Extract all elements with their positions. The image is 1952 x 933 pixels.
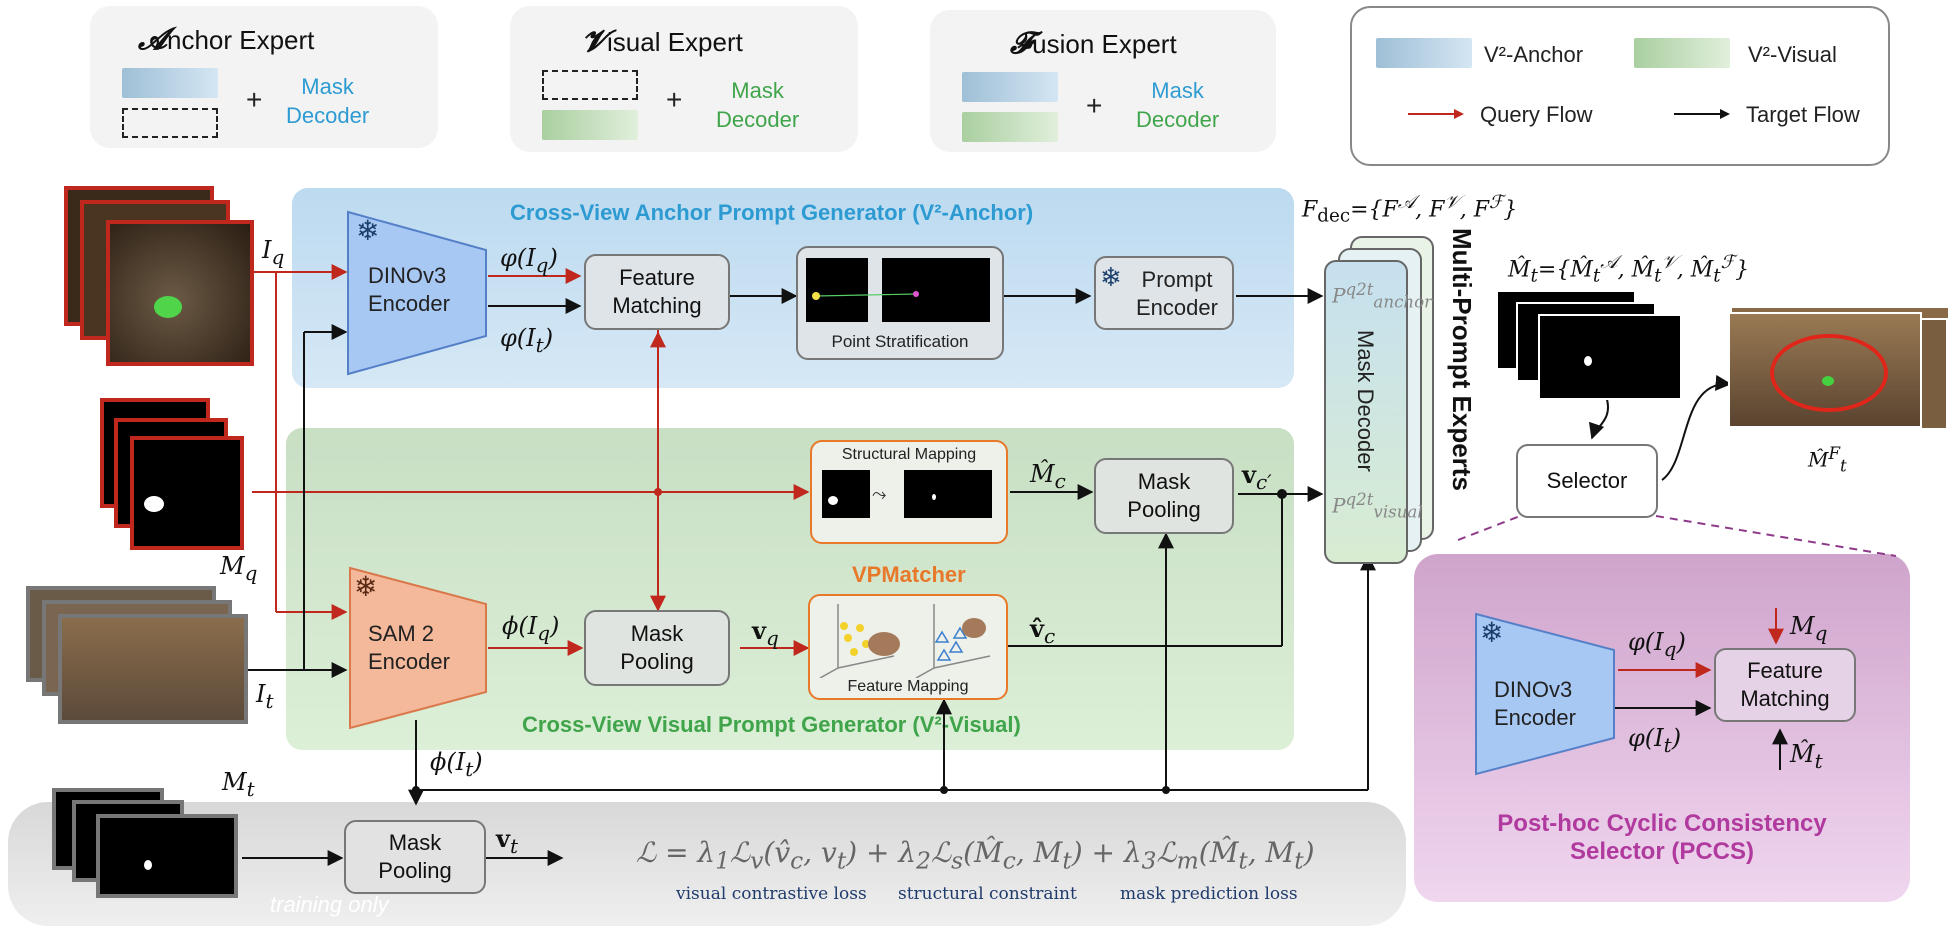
vpmatcher-label: VPMatcher [852, 562, 966, 587]
anchor-expert-card: 𝓐nchor Expert + Mask Decoder [90, 6, 438, 148]
plus-sign: + [1086, 90, 1103, 121]
plus-sign: + [666, 84, 683, 115]
target-flow-arrow-icon [1674, 109, 1730, 119]
target-mask-label: Mt [222, 768, 255, 801]
query-flow-arrow-icon [1408, 109, 1464, 119]
pccs-dinov3-encoder [1475, 612, 1615, 776]
prompt-encoder-box [1094, 256, 1234, 330]
fusion-expert-card: 𝓕usion Expert + Mask Decoder [930, 10, 1276, 152]
visual-generator-title: Cross-View Visual Prompt Generator (V²-V… [522, 712, 1021, 737]
v-t-label: vt [496, 824, 518, 858]
visual-expert-card: 𝓥isual Expert + Mask Decoder [510, 6, 858, 152]
empty-prompt-slot [542, 70, 638, 100]
anchor-prompt-bar [962, 72, 1058, 102]
target-image-label: It [256, 680, 274, 713]
decoder-card-front [1324, 260, 1408, 564]
point-match-image-left [806, 258, 868, 322]
p-anchor-label: Pq2tanchor [1332, 280, 1433, 312]
training-mask-pooling-box: Mask Pooling [344, 820, 486, 894]
legend-visual-swatch [1634, 38, 1730, 68]
pccs-feature-matching-box: Feature Matching [1714, 648, 1856, 722]
feature-matching-box: Feature Matching [584, 254, 730, 330]
legend-anchor-label: V²-Anchor [1484, 42, 1584, 67]
structural-mask-right [904, 470, 992, 518]
phi-it-sam-label: ϕ(It) [430, 748, 483, 781]
anchor-mask-decoder-label: Mask Decoder [286, 74, 370, 128]
target-image [58, 614, 248, 724]
legend-box: V²-Anchor V²-Visual Query Flow Target Fl… [1350, 6, 1890, 166]
feature-mapping-plot [819, 604, 991, 678]
snowflake-icon: ❄ [354, 571, 378, 602]
training-only-panel [8, 802, 1406, 926]
target-mask [96, 814, 238, 898]
pccs-phi-iq-label: φ(Iq) [1628, 628, 1686, 661]
anchor-generator-title: Cross-View Anchor Prompt Generator (V²-A… [510, 200, 1034, 225]
f-dec-label: Fdec={F𝒜, F𝒱, Fℱ} [1302, 192, 1518, 227]
dinov3-encoder [347, 210, 487, 376]
legend-query-flow-label: Query Flow [1480, 102, 1593, 127]
pccs-mq-label: Mq [1790, 612, 1828, 645]
visual-mask-decoder-label: Mask Decoder [716, 78, 800, 132]
sam2-encoder [349, 566, 487, 730]
feature-mapping-box [808, 594, 1008, 700]
training-only-label: training only [270, 892, 389, 917]
structural-loss-label: structural constraint [898, 884, 1077, 904]
m-c-hat-label: M̂c [1030, 460, 1066, 493]
structural-mask-left [822, 470, 870, 518]
phi-iq-label: φ(Iq) [500, 244, 558, 277]
m-t-f-label: M̂Ft [1808, 444, 1847, 476]
visual-prompt-bar [962, 112, 1058, 142]
visual-loss-label: visual contrastive loss [676, 884, 867, 904]
selector-box: Selector [1516, 444, 1658, 518]
query-mask [130, 436, 244, 550]
point-match-image-right [882, 258, 990, 322]
v-q-label: vq [752, 616, 779, 650]
plus-sign: + [246, 84, 263, 115]
anchor-expert-title: 𝓐nchor Expert [138, 22, 315, 57]
predicted-mask [1538, 314, 1682, 400]
structural-mapping-label: Structural Mapping [841, 446, 977, 463]
snowflake-icon: ❄ [356, 215, 380, 246]
multi-prompt-experts-label: Multi-Prompt Experts [1447, 228, 1477, 491]
mask-loss-label: mask prediction loss [1120, 884, 1298, 904]
legend-visual-label: V²-Visual [1748, 42, 1837, 67]
snowflake-icon: ❄ [1480, 617, 1504, 648]
p-visual-label: Pq2tvisual [1332, 490, 1423, 522]
visual-expert-title: 𝓥isual Expert [582, 24, 743, 59]
prompt-encoder-label: Prompt Encoder [1136, 267, 1218, 320]
sam2-encoder-label: SAM 2 Encoder [368, 621, 450, 674]
final-prediction-frame [1728, 312, 1922, 428]
mask-decoder-label: Mask Decoder [1353, 330, 1378, 472]
pccs-encoder-label: DINOv3 Encoder [1494, 677, 1576, 730]
snowflake-icon: ❄ [1100, 262, 1122, 292]
pccs-title: Post-hoc Cyclic Consistency Selector (PC… [1497, 810, 1827, 865]
point-stratification-label: Point Stratification [831, 332, 969, 351]
empty-prompt-slot [122, 108, 218, 138]
pccs-mt-hat-label: M̂t [1790, 740, 1823, 773]
m-t-hat-set-label: M̂t={M̂t𝒜, M̂t𝒱, M̂tℱ} [1508, 252, 1750, 287]
phi-iq-sam-label: ϕ(Iq) [502, 612, 560, 645]
query-image-label: Iq [262, 236, 285, 269]
dinov3-encoder-label: DINOv3 Encoder [368, 263, 450, 316]
legend-target-flow-label: Target Flow [1746, 102, 1860, 127]
point-match-lines [812, 291, 919, 300]
feature-mapping-label: Feature Mapping [847, 678, 969, 695]
mask-pooling-2-box: Mask Pooling [1094, 458, 1234, 534]
fusion-expert-title: 𝓕usion Expert [1010, 26, 1177, 61]
mask-pooling-box: Mask Pooling [584, 610, 730, 686]
anchor-prompt-bar [122, 68, 218, 98]
fusion-mask-decoder-label: Mask Decoder [1136, 78, 1220, 132]
v-c-hat-label: v̂c [1030, 614, 1056, 648]
visual-prompt-bar [542, 110, 638, 140]
curved-arrow-icon: ⤳ [872, 484, 887, 504]
query-mask-label: Mq [220, 552, 258, 585]
v-c-prime-label: vc′ [1242, 460, 1272, 494]
pccs-phi-it-label: φ(It) [1628, 724, 1682, 757]
phi-it-label: φ(It) [500, 324, 554, 357]
loss-formula: ℒ = λ1ℒv(v̂c, vt) + λ2ℒs(M̂c, Mt) + λ3ℒm… [636, 836, 1315, 875]
query-image [106, 220, 254, 366]
legend-anchor-swatch [1376, 38, 1472, 68]
